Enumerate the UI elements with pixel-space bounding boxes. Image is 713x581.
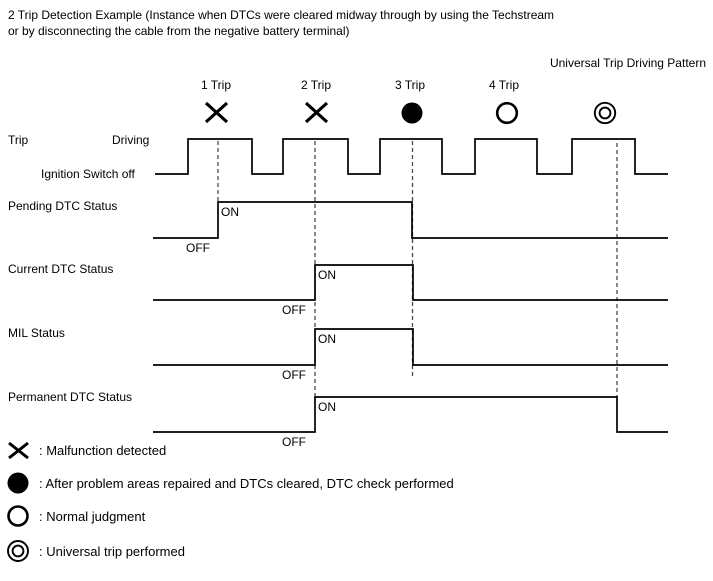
permanent-dtc-status-label: Permanent DTC Status (8, 390, 133, 404)
trip-signal-name: Trip (8, 133, 29, 147)
malfunction-x-icon (204, 101, 229, 124)
legend-malfunction-text: : Malfunction detected (39, 442, 167, 458)
malfunction-x-icon (304, 101, 329, 124)
trip-1-label: 1 Trip (200, 78, 232, 92)
diagram-title-line2: or by disconnecting the cable from the n… (8, 24, 350, 38)
pending-dtc-status-label: Pending DTC Status (8, 199, 118, 213)
legend-item-normal-judgment: : Normal judgment (5, 503, 145, 529)
open-circle-icon (7, 505, 29, 527)
legend-universal-trip-text: : Universal trip performed (39, 543, 185, 559)
trip-3-label: 3 Trip (394, 78, 426, 92)
current-off-label: OFF (282, 303, 306, 317)
current-dtc-status-label: Current DTC Status (8, 262, 114, 276)
permanent-off-label: OFF (282, 435, 306, 449)
filled-circle-icon (401, 102, 423, 124)
double-circle-icon (7, 540, 29, 562)
current-dtc-waveform (153, 264, 668, 301)
permanent-dtc-waveform (153, 396, 668, 433)
pending-off-label: OFF (186, 241, 210, 255)
trip-high-label: Driving (112, 133, 150, 147)
legend-item-dtc-check: : After problem areas repaired and DTCs … (5, 470, 454, 496)
trip-2-label: 2 Trip (300, 78, 332, 92)
filled-circle-icon (7, 472, 29, 494)
pending-on-label: ON (221, 205, 239, 219)
mil-waveform (153, 328, 668, 366)
trip-low-label: Ignition Switch off (41, 167, 135, 181)
diagram-title-line1: 2 Trip Detection Example (Instance when … (8, 8, 555, 22)
open-circle-icon (495, 101, 519, 125)
mil-status-label: MIL Status (8, 326, 65, 340)
legend-item-universal-trip: : Universal trip performed (5, 538, 185, 564)
mil-on-label: ON (318, 332, 336, 346)
permanent-on-label: ON (318, 400, 336, 414)
legend-normal-judgment-text: : Normal judgment (39, 508, 146, 524)
malfunction-x-icon (8, 441, 29, 460)
double-circle-icon (593, 101, 617, 125)
trip-4-label: 4 Trip (488, 78, 520, 92)
mil-off-label: OFF (282, 368, 306, 382)
legend-dtc-check-text: : After problem areas repaired and DTCs … (39, 475, 454, 491)
legend-item-malfunction: : Malfunction detected (5, 437, 166, 463)
trip-waveform (155, 138, 668, 175)
pending-dtc-waveform (153, 201, 668, 239)
current-on-label: ON (318, 268, 336, 282)
universal-trip-pattern-label: Universal Trip Driving Pattern (549, 56, 706, 70)
